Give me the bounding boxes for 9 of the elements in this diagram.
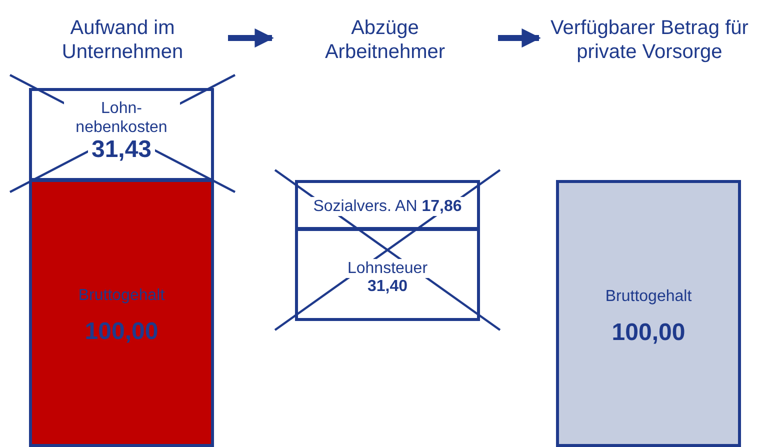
arrow (228, 28, 274, 48)
heading-text: Verfügbarer Betrag für private Vorsorge (550, 16, 750, 64)
amount-box (295, 228, 480, 321)
item-label: Lohn- nebenkosten (64, 99, 180, 137)
heading-text: Aufwand im Unternehmen (60, 16, 184, 64)
amount-value: 31,43 (88, 137, 155, 164)
arrow (498, 28, 541, 48)
item-label: Sozialvers. AN 17,86 (310, 197, 465, 216)
heading-text: Abzüge Arbeitnehmer (324, 16, 446, 64)
